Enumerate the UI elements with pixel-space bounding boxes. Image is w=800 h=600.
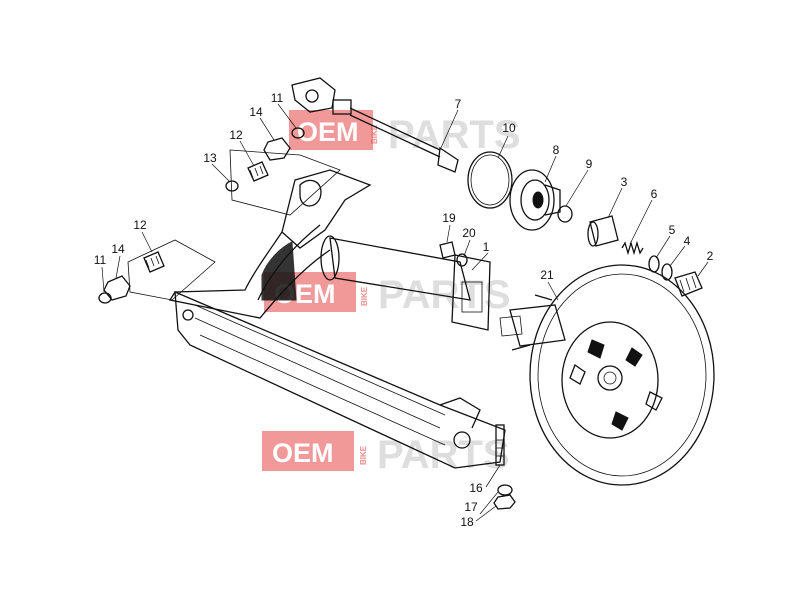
watermark-parts-text: PARTS xyxy=(388,113,521,157)
watermark-oem-text: OEM xyxy=(272,438,334,468)
nut-18-part xyxy=(493,494,516,510)
washer-9-part xyxy=(557,205,573,223)
callout-14-upper: 14 xyxy=(249,105,263,119)
bolt-19-part xyxy=(439,241,456,259)
watermark-oem-text: OEM xyxy=(297,117,359,147)
callout-19: 19 xyxy=(442,211,456,225)
washer-20-part xyxy=(456,253,468,267)
ring-4-part xyxy=(661,263,673,281)
watermark-bike-text: BIKE xyxy=(359,445,368,465)
callout-10: 10 xyxy=(502,121,516,135)
callout-5: 5 xyxy=(669,223,676,237)
callout-3: 3 xyxy=(621,175,628,189)
callout-21: 21 xyxy=(540,268,554,282)
callout-11-lower: 11 xyxy=(94,253,107,267)
spring-part xyxy=(621,240,644,256)
callout-9: 9 xyxy=(586,157,593,171)
pivot-pin-12-lower-part xyxy=(143,251,165,273)
nut-14-upper-part xyxy=(263,137,291,161)
bearing-housing-part xyxy=(509,169,561,231)
callout-labels: 1 2 3 4 5 6 7 8 9 10 11 12 13 14 16 17 1… xyxy=(94,91,714,529)
callout-18: 18 xyxy=(460,515,474,529)
cap-11-lower-part xyxy=(98,292,112,304)
washer-13-part xyxy=(225,180,239,192)
pivot-pin-12-upper-part xyxy=(247,161,269,182)
callout-7: 7 xyxy=(455,97,462,111)
watermark-top: OEM BIKE PARTS xyxy=(289,110,521,157)
brake-disc-hub-part xyxy=(499,264,715,486)
washer-17-part xyxy=(497,484,513,496)
ring-5-part xyxy=(648,255,660,273)
callout-8: 8 xyxy=(553,143,560,157)
callout-4: 4 xyxy=(684,234,691,248)
callout-2: 2 xyxy=(707,249,714,263)
watermark-bike-text: BIKE xyxy=(370,124,379,144)
cap-11-upper-part xyxy=(291,127,305,139)
callout-12-lower: 12 xyxy=(133,218,147,232)
callout-16: 16 xyxy=(469,481,483,495)
watermark-parts-text: PARTS xyxy=(377,433,510,477)
callout-17: 17 xyxy=(464,500,478,514)
leader-lines xyxy=(101,103,709,522)
drive-shaft-part xyxy=(291,77,459,173)
callout-20: 20 xyxy=(462,226,476,240)
watermark-bottom: OEM BIKE PARTS xyxy=(262,431,510,477)
watermark-middle: OEM BIKE PARTS xyxy=(264,272,511,317)
callout-14-lower: 14 xyxy=(111,242,125,256)
seal-ring-inner xyxy=(470,154,510,206)
watermark-parts-text: PARTS xyxy=(378,273,511,317)
callout-12-upper: 12 xyxy=(229,128,243,142)
callout-13: 13 xyxy=(203,151,217,165)
seal-ring-part xyxy=(467,151,513,209)
callout-6: 6 xyxy=(651,187,658,201)
callout-11-upper: 11 xyxy=(271,91,284,105)
nut-14-lower-part xyxy=(103,275,131,301)
watermark-bike-text: BIKE xyxy=(360,286,369,306)
bushing-part xyxy=(587,215,619,247)
callout-1: 1 xyxy=(483,240,490,254)
